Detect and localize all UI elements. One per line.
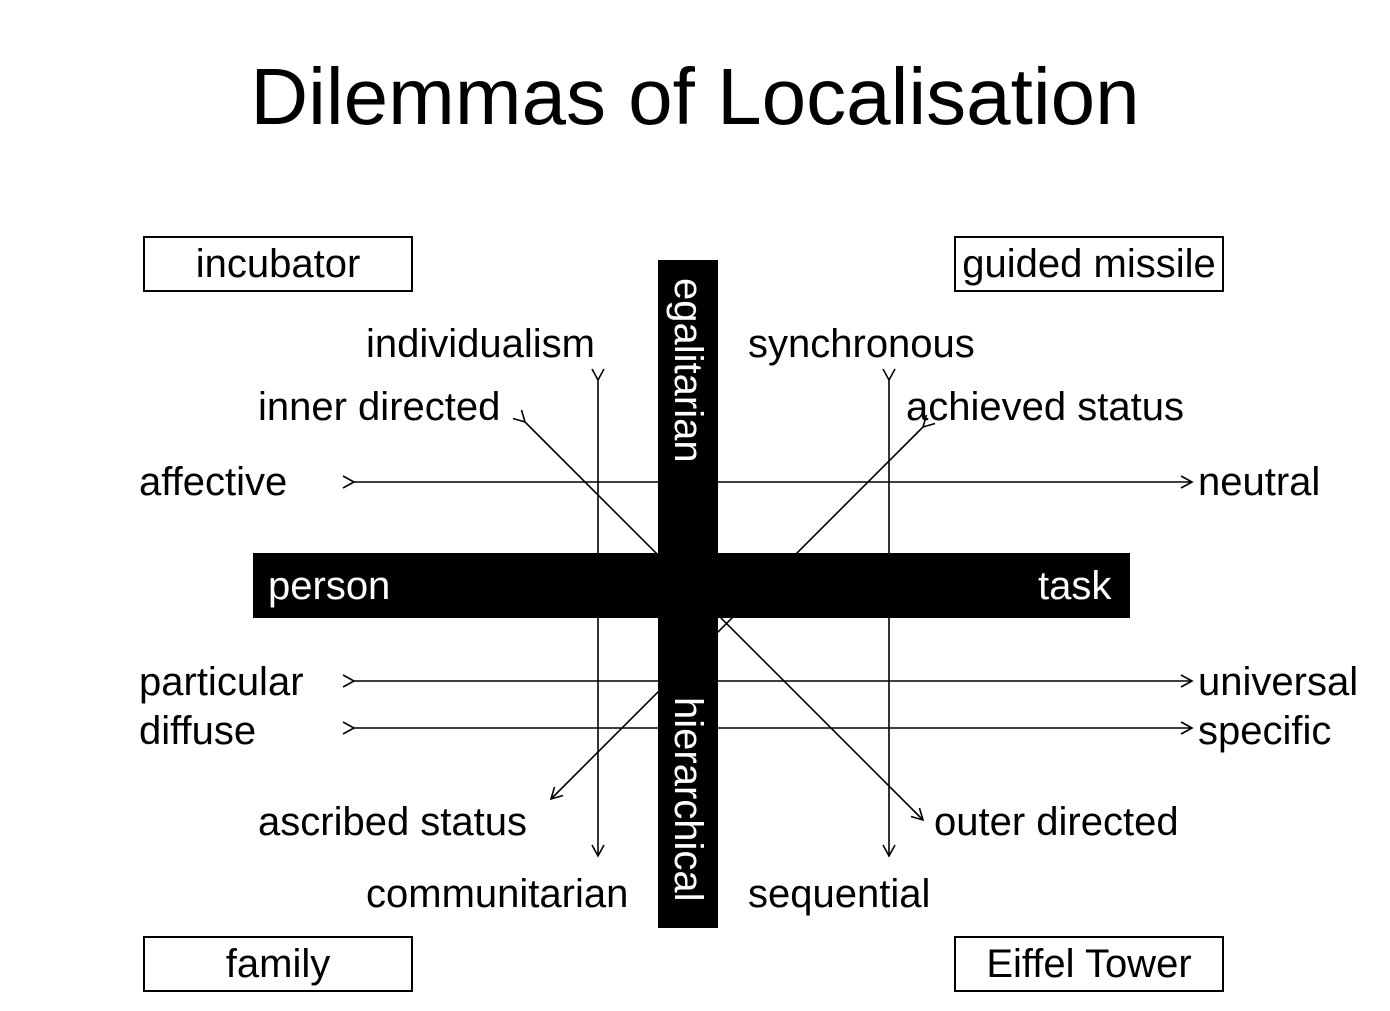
corner-box-guided-missile: guided missile <box>954 236 1224 292</box>
label-outer-directed: outer directed <box>934 800 1179 844</box>
label-neutral: neutral <box>1198 460 1321 504</box>
label-synchronous: synchronous <box>748 322 975 366</box>
corner-label: Eiffel Tower <box>986 941 1192 986</box>
slide-title: Dilemmas of Localisation <box>250 52 1140 141</box>
axis-label-person: person <box>268 564 391 608</box>
corner-label: guided missile <box>962 241 1216 286</box>
corner-box-incubator: incubator <box>143 236 413 292</box>
label-specific: specific <box>1198 709 1332 753</box>
corner-label: incubator <box>195 241 361 286</box>
label-universal: universal <box>1198 660 1359 704</box>
label-communitarian: communitarian <box>366 872 629 916</box>
corner-box-eiffel-tower: Eiffel Tower <box>954 936 1224 992</box>
corner-box-family: family <box>143 936 413 992</box>
label-diffuse: diffuse <box>139 709 257 753</box>
label-individualism: individualism <box>366 322 595 366</box>
axis-label-task: task <box>1038 564 1112 608</box>
label-sequential: sequential <box>748 872 931 916</box>
label-affective: affective <box>139 460 288 504</box>
egalitarian-hierarchical-bar <box>658 260 718 928</box>
label-achieved-status: achieved status <box>906 385 1184 429</box>
corner-label: family <box>225 941 331 986</box>
label-ascribed-status: ascribed status <box>258 800 528 844</box>
axis-label-egalitarian: egalitarian <box>666 278 710 463</box>
axis-label-hierarchical: hierarchical <box>666 697 710 902</box>
label-inner-directed: inner directed <box>258 385 501 429</box>
label-particular: particular <box>139 660 304 704</box>
